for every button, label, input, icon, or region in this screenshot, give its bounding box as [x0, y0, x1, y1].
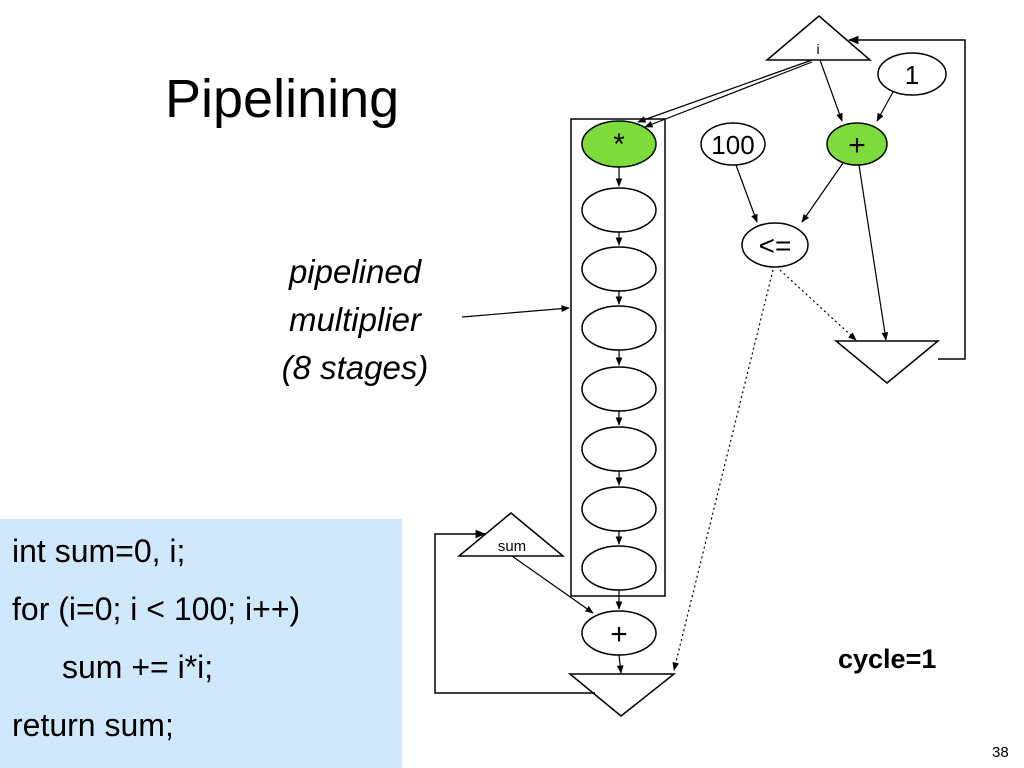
increment-label: + [848, 129, 866, 162]
i-to-increment-arrow [819, 59, 843, 122]
code-line-4: return sum; [12, 707, 174, 743]
pipeline-stage [581, 246, 657, 292]
pipeline-stage [581, 426, 657, 472]
const-hundred-node [700, 122, 766, 166]
sum-loopback-line [434, 529, 595, 694]
label-line-1: pipelined [288, 253, 422, 290]
pipeline-stage [581, 305, 657, 351]
one-to-increment-arrow [876, 91, 894, 122]
label-line-2: multiplier [288, 301, 422, 338]
label-pointer-line [461, 305, 570, 318]
sum-mux-triangle [567, 673, 677, 717]
i-to-multiply-arrow [644, 61, 813, 128]
compare-node [741, 222, 809, 268]
pipeline-stage [581, 545, 657, 591]
code-listing: int sum=0, i; for (i=0; i < 100; i++) su… [0, 519, 402, 768]
pipeline-stage [581, 486, 657, 532]
const-one-label: 1 [905, 60, 919, 90]
cycle-label: cycle=1 [838, 644, 937, 674]
accumulate-label: + [610, 618, 628, 651]
increment-to-mux-arrow [858, 164, 889, 341]
code-line-3: sum += i*i; [62, 649, 214, 685]
accumulate-to-mux-arrow [616, 654, 624, 674]
multiply-label: * [613, 128, 625, 161]
i-to-multiply-arrow [637, 59, 813, 123]
multiplier-pipeline-box [570, 118, 666, 597]
pipeline-stage [581, 187, 657, 233]
const-one-node [877, 52, 947, 96]
hundred-to-compare-arrow [735, 164, 758, 223]
code-line-2: for (i=0; i < 100; i++) [12, 591, 301, 627]
increment-node [826, 122, 888, 166]
i-register-label: i [816, 41, 819, 57]
compare-to-sum-mux-dotted [672, 269, 774, 671]
pipelined-multiplier-label: pipelined multiplier (8 stages) [255, 248, 455, 392]
i-mux-triangle [833, 340, 941, 384]
sum-to-accumulate-arrow [511, 555, 594, 614]
slide-title: Pipelining [165, 69, 400, 129]
label-line-3: (8 stages) [281, 349, 429, 386]
const-hundred-label: 100 [711, 130, 754, 160]
i-register-triangle [764, 15, 873, 61]
compare-to-mux-dotted [779, 269, 857, 341]
increment-to-compare-arrow [801, 162, 844, 223]
i-loopback-line [847, 35, 966, 360]
compare-label: <= [759, 230, 792, 261]
sum-register-label: sum [498, 538, 526, 555]
code-line-1: int sum=0, i; [12, 533, 186, 569]
pipeline-stage [581, 366, 657, 412]
page-number: 38 [992, 744, 1009, 761]
